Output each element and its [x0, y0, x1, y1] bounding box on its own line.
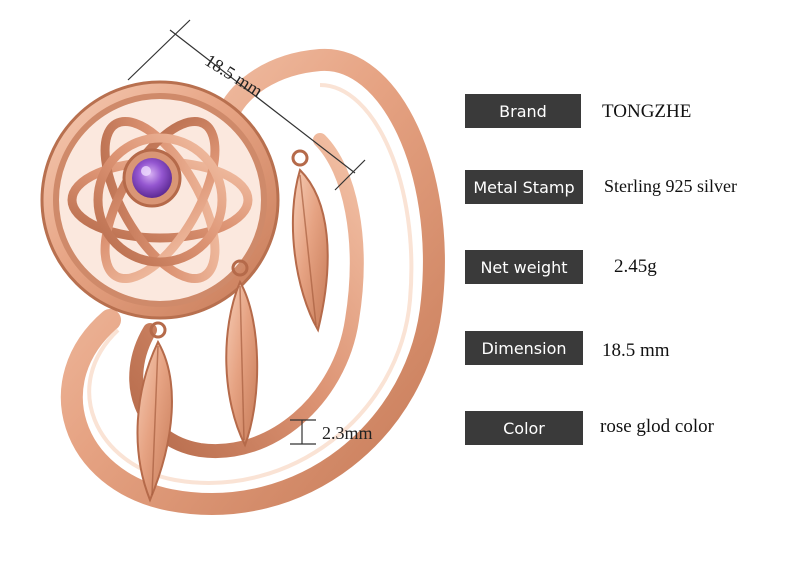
spec-label-brand: Brand	[465, 94, 581, 128]
spec-value-metal-stamp: Sterling 925 silver	[604, 176, 737, 196]
ring-head	[40, 80, 280, 320]
spec-value-dimension: 18.5 mm	[602, 340, 670, 361]
spec-value-brand: TONGZHE	[602, 101, 692, 122]
dimension-line-band	[290, 419, 316, 445]
spec-value-net-weight: 2.45g	[614, 256, 657, 277]
spec-label-dimension: Dimension	[465, 331, 583, 365]
feather-charms	[136, 149, 329, 503]
spec-label-net-weight: Net weight	[465, 250, 583, 284]
dimension-label-band: 2.3mm	[322, 423, 373, 443]
spec-label-metal-stamp: Metal Stamp	[465, 170, 583, 204]
ring-product-image	[40, 19, 445, 515]
dimension-line-top	[127, 19, 366, 191]
spec-label-color: Color	[465, 411, 583, 445]
amethyst-gem	[132, 158, 172, 198]
spec-value-color: rose glod color	[600, 416, 714, 437]
